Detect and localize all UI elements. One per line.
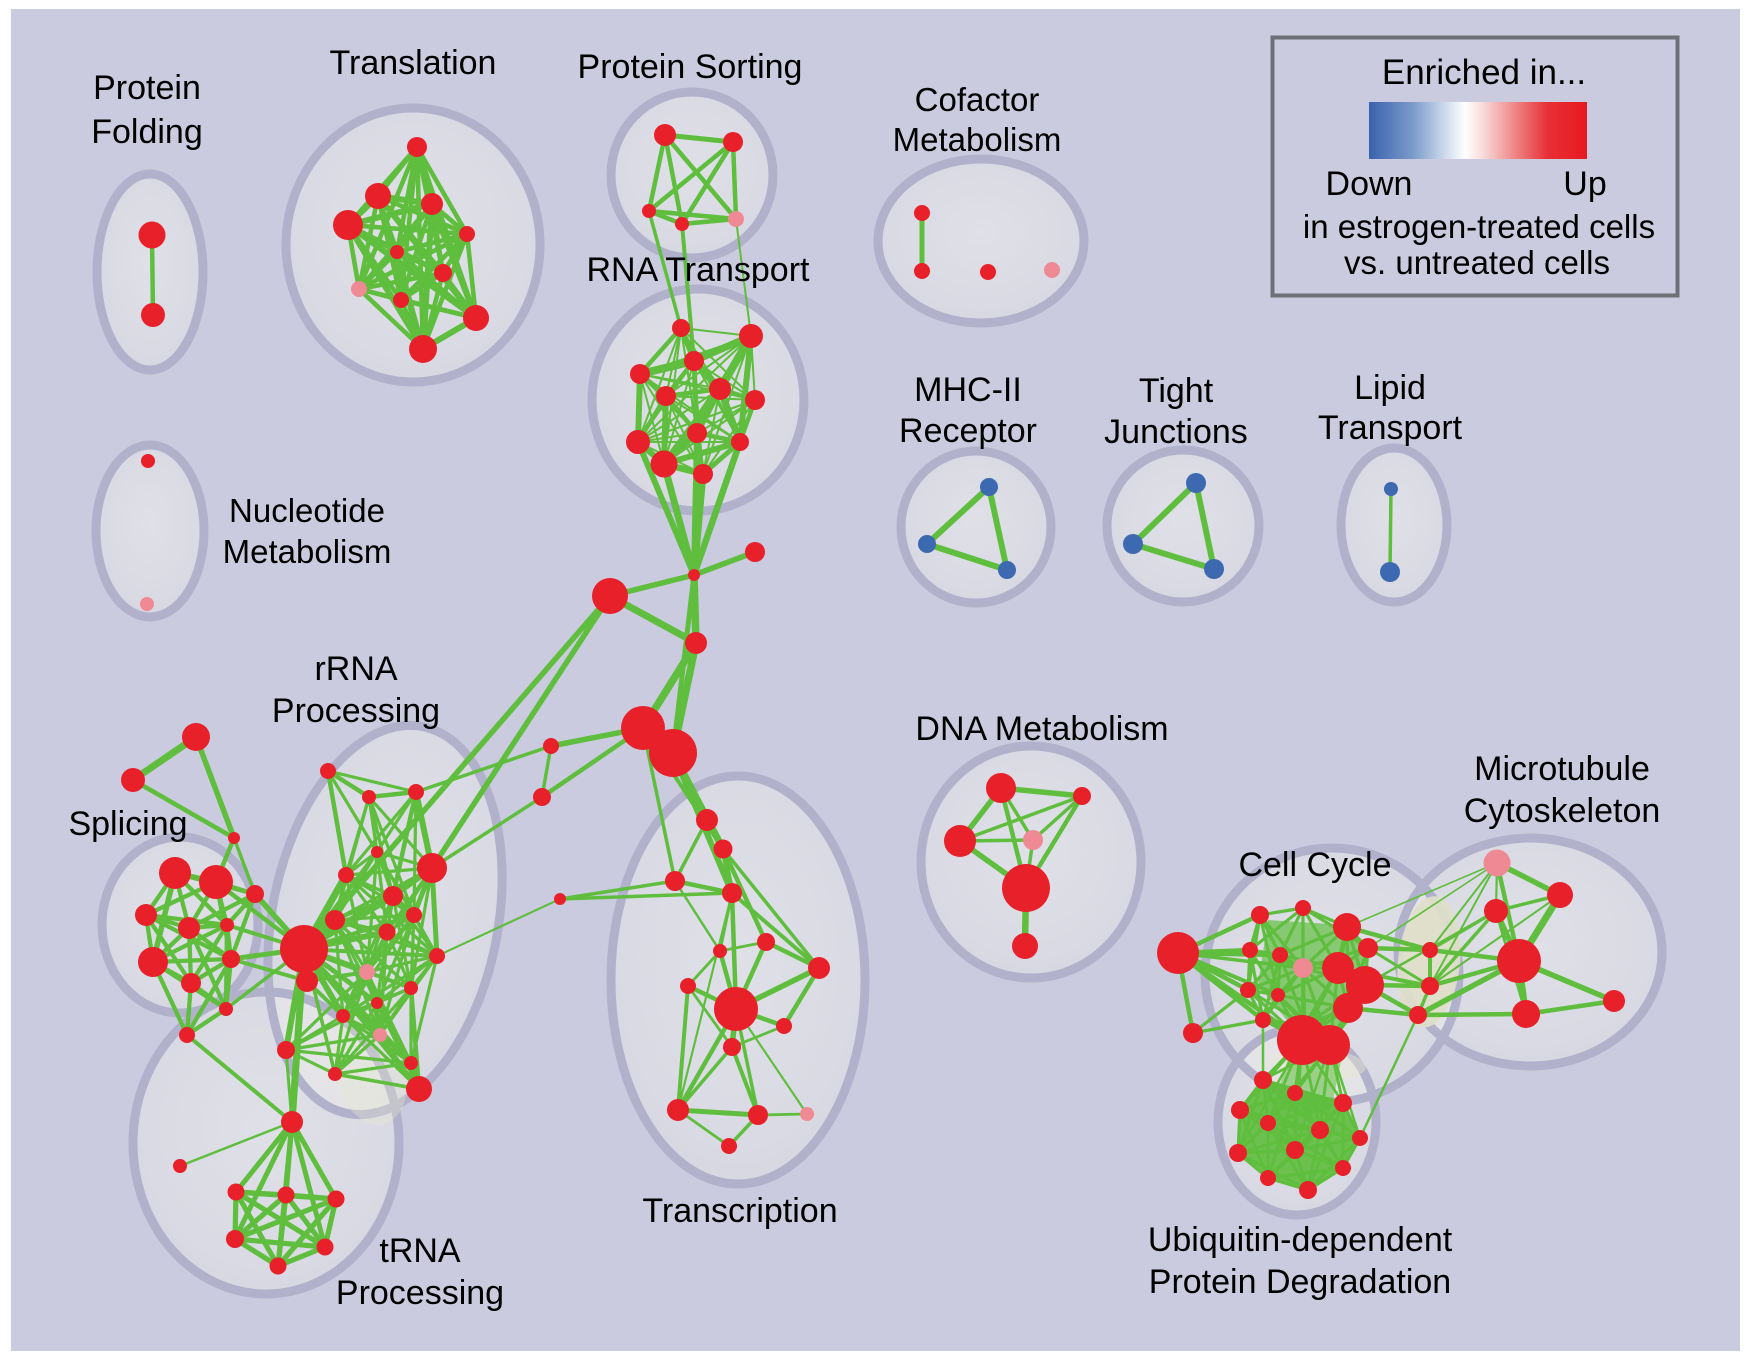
svg-text:Up: Up — [1563, 165, 1606, 203]
svg-text:Metabolism: Metabolism — [223, 533, 392, 570]
svg-text:Cofactor: Cofactor — [915, 81, 1040, 118]
svg-text:Transport: Transport — [1318, 409, 1463, 447]
svg-text:Down: Down — [1326, 165, 1413, 203]
svg-text:Ubiquitin-dependent: Ubiquitin-dependent — [1148, 1221, 1453, 1259]
svg-text:Junctions: Junctions — [1104, 413, 1248, 451]
svg-text:Protein: Protein — [93, 69, 201, 107]
svg-text:Folding: Folding — [91, 113, 203, 151]
svg-text:vs. untreated cells: vs. untreated cells — [1344, 244, 1610, 281]
svg-text:Protein Degradation: Protein Degradation — [1149, 1263, 1451, 1301]
svg-text:rRNA: rRNA — [314, 650, 397, 688]
svg-text:Processing: Processing — [336, 1274, 504, 1312]
svg-text:Tight: Tight — [1139, 372, 1214, 410]
svg-text:Nucleotide: Nucleotide — [229, 492, 385, 529]
svg-text:Protein Sorting: Protein Sorting — [578, 48, 803, 86]
svg-text:Translation: Translation — [330, 44, 497, 82]
svg-text:MHC-II: MHC-II — [914, 371, 1022, 409]
svg-text:Processing: Processing — [272, 692, 440, 730]
svg-text:Lipid: Lipid — [1354, 369, 1426, 407]
svg-text:Enriched in...: Enriched in... — [1382, 53, 1586, 92]
svg-text:Splicing: Splicing — [68, 805, 187, 843]
svg-text:Transcription: Transcription — [642, 1192, 837, 1230]
svg-text:in estrogen-treated cells: in estrogen-treated cells — [1303, 208, 1655, 245]
svg-text:Cytoskeleton: Cytoskeleton — [1464, 792, 1661, 830]
svg-text:Cell Cycle: Cell Cycle — [1238, 846, 1391, 884]
svg-text:Microtubule: Microtubule — [1474, 750, 1650, 788]
svg-text:Metabolism: Metabolism — [893, 121, 1062, 158]
svg-text:Receptor: Receptor — [899, 412, 1037, 450]
svg-text:tRNA: tRNA — [379, 1232, 461, 1270]
svg-text:RNA Transport: RNA Transport — [587, 251, 811, 289]
svg-text:DNA Metabolism: DNA Metabolism — [915, 710, 1168, 748]
